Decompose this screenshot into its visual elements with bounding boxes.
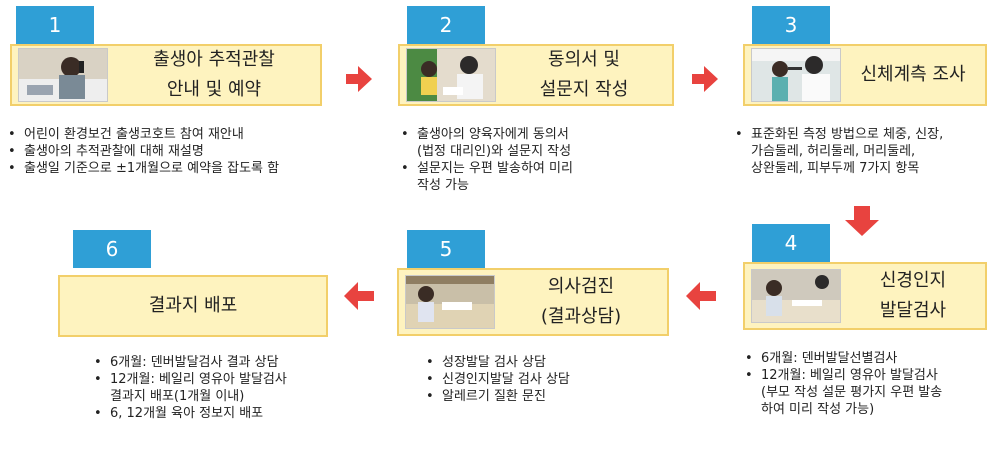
- bullet-item: 6개월: 덴버발달검사 결과 상담: [94, 354, 354, 371]
- down-arrow-icon: [845, 206, 879, 236]
- step-1-box: 출생아 추적관찰 안내 및 예약: [10, 44, 322, 106]
- title-line: 신경인지: [879, 270, 947, 291]
- step-3-title: 신체계측 조사: [841, 60, 985, 90]
- step-6-title: 결과지 배포: [60, 291, 326, 321]
- bullet-item: 표준화된 측정 방법으로 체중, 신장,가슴둘레, 허리둘레, 머리둘레,상완둘…: [735, 126, 1003, 177]
- bullet-item: 12개월: 베일리 영유아 발달검사(부모 작성 설문 평가지 우편 발송하여 …: [745, 367, 1000, 418]
- title-line: 결과지 배포: [148, 295, 238, 316]
- title-line: 동의서 및: [548, 49, 620, 70]
- child-development-test-photo: [751, 269, 841, 323]
- step-1-title: 출생아 추적관찰 안내 및 예약: [108, 45, 320, 105]
- bullet-item: 성장발달 검사 상담: [426, 354, 666, 371]
- step-1-number-tab: 1: [16, 6, 94, 44]
- left-arrow-icon: [344, 282, 374, 310]
- bullet-item: 알레르기 질환 문진: [426, 388, 666, 405]
- title-line: 안내 및 예약: [166, 79, 262, 100]
- bullet-item: 출생아의 양육자에게 동의서(법정 대리인)와 설문지 작성: [401, 126, 661, 160]
- step-3-description: 표준화된 측정 방법으로 체중, 신장,가슴둘레, 허리둘레, 머리둘레,상완둘…: [735, 126, 1003, 177]
- step-number: 6: [105, 237, 119, 261]
- step-5-number-tab: 5: [407, 230, 485, 268]
- step-number: 1: [48, 13, 62, 37]
- child-measurement-photo: [751, 48, 841, 102]
- bullet-item: 출생일 기준으로 ±1개월으로 예약을 잡도록 함: [8, 160, 338, 177]
- right-arrow-icon: [692, 66, 718, 92]
- step-5-description: 성장발달 검사 상담 신경인지발달 검사 상담 알레르기 질환 문진: [426, 354, 666, 405]
- step-3-number-tab: 3: [752, 6, 830, 44]
- step-number: 4: [784, 231, 798, 255]
- step-4-description: 6개월: 덴버발달선별검사 12개월: 베일리 영유아 발달검사(부모 작성 설…: [745, 350, 1000, 418]
- step-5-box: 의사검진 (결과상담): [397, 268, 669, 336]
- title-line: 발달검사: [879, 300, 947, 321]
- left-arrow-icon: [686, 282, 716, 310]
- step-4-title: 신경인지 발달검사: [841, 266, 985, 326]
- title-line: 출생아 추적관찰: [153, 49, 275, 70]
- step-6-number-tab: 6: [73, 230, 151, 268]
- step-2-description: 출생아의 양육자에게 동의서(법정 대리인)와 설문지 작성 설문지는 우편 발…: [401, 126, 661, 194]
- step-2-title: 동의서 및 설문지 작성: [496, 45, 672, 105]
- bullet-item: 출생아의 추적관찰에 대해 재설명: [8, 143, 338, 160]
- step-4-box: 신경인지 발달검사: [743, 262, 987, 330]
- bullet-item: 어린이 환경보건 출생코호트 참여 재안내: [8, 126, 338, 143]
- step-5-title: 의사검진 (결과상담): [495, 272, 667, 332]
- title-line: 의사검진: [547, 276, 615, 297]
- step-2-number-tab: 2: [407, 6, 485, 44]
- step-6-box: 결과지 배포: [58, 275, 328, 337]
- bullet-item: 신경인지발달 검사 상담: [426, 371, 666, 388]
- doctor-consultation-photo: [405, 275, 495, 329]
- step-2-box: 동의서 및 설문지 작성: [398, 44, 674, 106]
- right-arrow-icon: [346, 66, 372, 92]
- bullet-item: 6개월: 덴버발달선별검사: [745, 350, 1000, 367]
- step-1-description: 어린이 환경보건 출생코호트 참여 재안내 출생아의 추적관찰에 대해 재설명 …: [8, 126, 338, 177]
- step-number: 2: [439, 13, 453, 37]
- mother-on-phone-photo: [18, 48, 108, 102]
- bullet-item: 6, 12개월 육아 정보지 배포: [94, 405, 354, 422]
- title-line: 설문지 작성: [539, 79, 629, 100]
- title-line: (결과상담): [540, 306, 622, 327]
- step-3-box: 신체계측 조사: [743, 44, 987, 106]
- title-line: 신체계측 조사: [860, 64, 966, 85]
- step-4-number-tab: 4: [752, 224, 830, 262]
- parent-writing-form-photo: [406, 48, 496, 102]
- step-number: 3: [784, 13, 798, 37]
- step-6-description: 6개월: 덴버발달검사 결과 상담 12개월: 베일리 영유아 발달검사결과지 …: [94, 354, 354, 422]
- step-number: 5: [439, 237, 453, 261]
